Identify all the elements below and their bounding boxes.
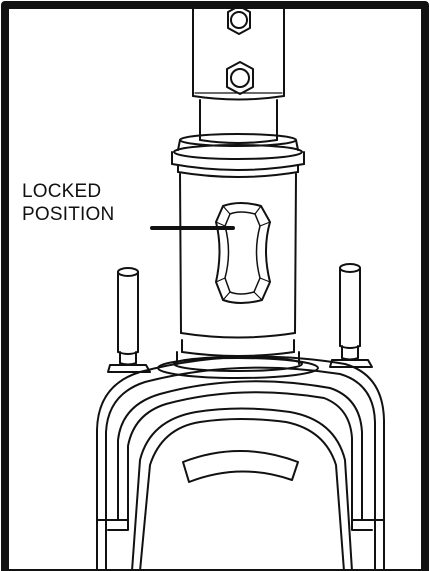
upper-shaft (192, 5, 285, 144)
base-housing (96, 355, 385, 571)
left-post (107, 267, 151, 373)
lock-window (215, 202, 271, 304)
lock-sleeve-bottom-flange (157, 339, 319, 379)
callout-line-1: LOCKED (22, 181, 102, 202)
callout-line-2: POSITION (22, 204, 115, 225)
lock-sleeve-body (179, 173, 297, 339)
locked-position-label: LOCKED POSITION (22, 180, 114, 226)
hex-nut-icon (226, 61, 254, 95)
hex-nut-icon (227, 5, 251, 35)
right-post (329, 263, 373, 368)
lock-sleeve-top-flange (171, 133, 305, 178)
